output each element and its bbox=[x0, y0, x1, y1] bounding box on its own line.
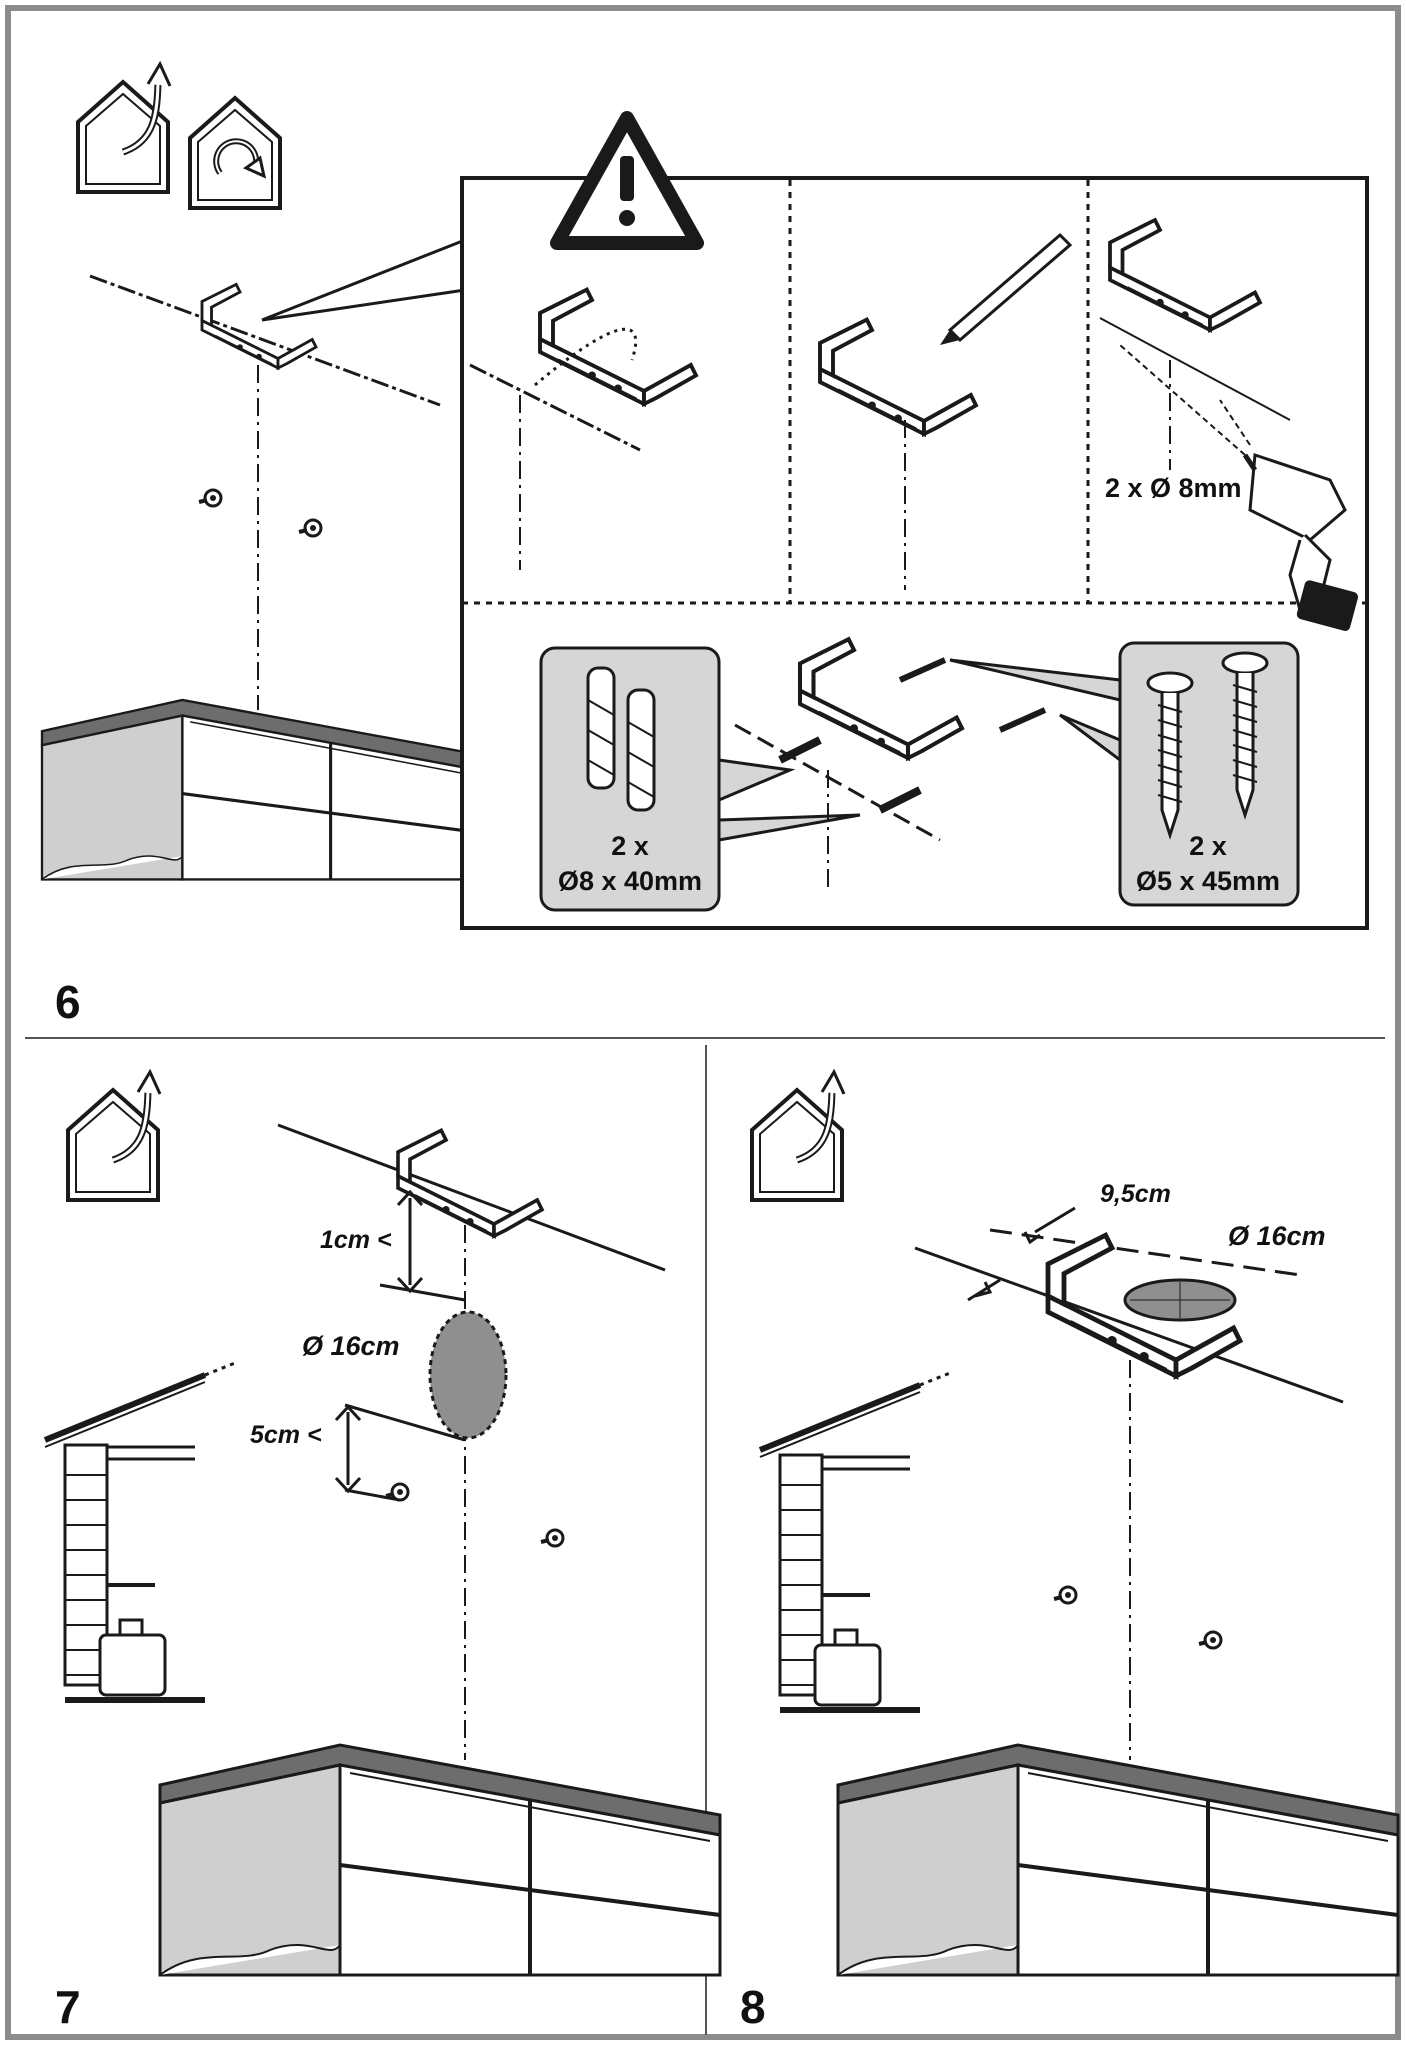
extraction-mode-icon bbox=[76, 60, 172, 194]
screw-icon bbox=[1221, 651, 1269, 820]
substep-drill-holes: 2 x Ø 8mm bbox=[1099, 218, 1359, 631]
dimension-bottom bbox=[334, 1403, 466, 1502]
step-number: 6 bbox=[55, 976, 81, 1028]
drill-size-label: 2 x Ø 8mm bbox=[1105, 473, 1242, 503]
screw-head bbox=[197, 488, 223, 508]
hole-diameter-label: Ø 16cm bbox=[1228, 1221, 1326, 1251]
substep-fix-bracket: 2 x Ø8 x 40mm 2 x Ø5 x 45mm bbox=[539, 639, 1300, 912]
extraction-mode-icon bbox=[750, 1068, 846, 1202]
screw-head bbox=[1197, 1630, 1223, 1650]
substep-mark-holes bbox=[818, 232, 1073, 590]
dim-top-label: 1cm < bbox=[320, 1226, 392, 1254]
screws-qty: 2 x bbox=[1189, 831, 1227, 861]
screw-icon bbox=[1146, 671, 1194, 840]
step-number: 7 bbox=[55, 1981, 81, 2033]
kitchen-cabinet bbox=[158, 1743, 722, 1977]
callout-pointer bbox=[261, 238, 466, 322]
step-7: 1cm < Ø 16cm 5cm < 7 bbox=[45, 1068, 722, 2033]
step-8: 9,5cm Ø 16cm 8 bbox=[740, 1068, 1400, 2033]
ceiling-line bbox=[914, 1246, 1344, 1404]
bracket bbox=[200, 282, 318, 370]
wall-plug-icon bbox=[626, 688, 656, 812]
detail-divider bbox=[462, 180, 1367, 605]
dimension-top bbox=[379, 1189, 466, 1302]
pencil-icon bbox=[940, 232, 1073, 345]
kitchen-cabinet bbox=[836, 1743, 1400, 1977]
screw-head bbox=[297, 518, 323, 538]
house-cross-section bbox=[45, 1363, 235, 1700]
plugs-size: Ø8 x 40mm bbox=[558, 866, 702, 896]
offset-dimension bbox=[967, 1206, 1076, 1302]
duct-hole bbox=[428, 1310, 508, 1440]
substep-place-bracket bbox=[469, 287, 698, 570]
dim-bottom-label: 5cm < bbox=[250, 1421, 322, 1449]
recirculation-mode-icon bbox=[188, 96, 282, 210]
wall-plug-icon bbox=[586, 666, 616, 790]
ceiling-line bbox=[89, 274, 441, 407]
kitchen-cabinet bbox=[40, 698, 481, 881]
drill-icon bbox=[1242, 452, 1359, 631]
offset-dash-line bbox=[989, 1228, 1301, 1277]
screws-size: Ø5 x 45mm bbox=[1136, 866, 1280, 896]
bracket bbox=[396, 1128, 544, 1238]
extraction-mode-icon bbox=[66, 1068, 162, 1202]
screw-head bbox=[1052, 1585, 1078, 1605]
warning-icon bbox=[550, 111, 704, 250]
offset-label: 9,5cm bbox=[1100, 1180, 1171, 1208]
ceiling-line bbox=[277, 1123, 666, 1272]
step-number: 8 bbox=[740, 1981, 766, 2033]
step-6: 2 x Ø 8mm 2 x Ø8 x 40mm bbox=[40, 60, 1369, 1028]
screw-head bbox=[539, 1528, 565, 1548]
hole-diameter-label: Ø 16cm bbox=[302, 1331, 400, 1361]
page-frame bbox=[5, 5, 1401, 2040]
house-cross-section bbox=[760, 1373, 950, 1710]
plugs-qty: 2 x bbox=[611, 831, 649, 861]
